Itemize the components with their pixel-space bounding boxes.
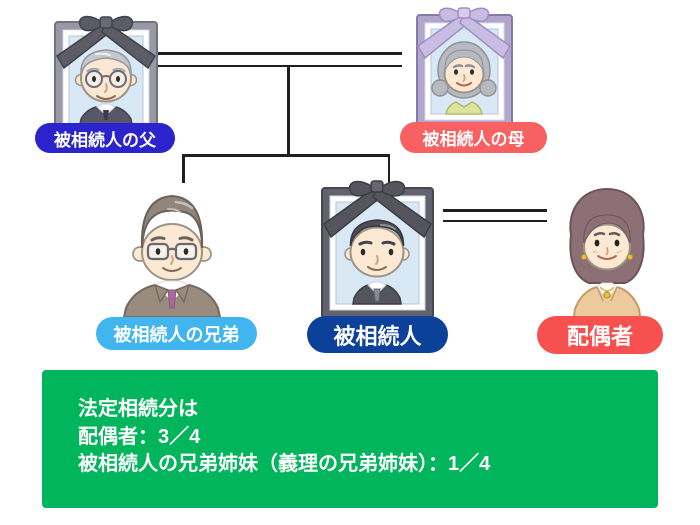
sibling-rail-line xyxy=(182,154,390,157)
father-memorial-portrait xyxy=(50,12,162,142)
decedent-memorial-portrait xyxy=(313,180,443,322)
father-label: 被相続人の父 xyxy=(35,123,175,153)
spouse-share-line: 配偶者：3／4 xyxy=(78,425,201,448)
memorial-photo-elderly-man-icon xyxy=(54,15,158,141)
siblings-share-line: 被相続人の兄弟姉妹（義理の兄弟姉妹）：1／4 xyxy=(78,453,491,475)
living-man-glasses-icon xyxy=(122,194,222,317)
parents-marriage-line-bottom xyxy=(157,64,402,67)
brother-label: 被相続人の兄弟 xyxy=(96,317,257,350)
inheritance-share-box: 法定相続分は 配偶者：3／4 被相続人の兄弟姉妹（義理の兄弟姉妹）：1／4 xyxy=(42,370,658,508)
living-woman-icon xyxy=(569,187,645,323)
decedent-stub-line xyxy=(387,154,390,190)
brother-figure xyxy=(110,186,238,317)
brother-stub-line xyxy=(182,154,185,183)
mother-memorial-portrait xyxy=(406,6,520,132)
memorial-photo-man-icon xyxy=(321,180,434,319)
parents-to-children-line xyxy=(287,65,290,156)
spouse-figure xyxy=(549,183,667,323)
share-heading-line: 法定相続分は xyxy=(78,398,198,420)
parents-marriage-line-top xyxy=(157,52,402,55)
mother-label: 被相続人の母 xyxy=(400,122,547,153)
spouse-marriage-line-top xyxy=(443,209,547,212)
spouse-marriage-line-bottom xyxy=(443,219,547,222)
decedent-label: 被相続人 xyxy=(307,316,448,353)
spouse-label: 配偶者 xyxy=(537,316,663,354)
memorial-photo-elderly-woman-icon xyxy=(416,7,513,129)
